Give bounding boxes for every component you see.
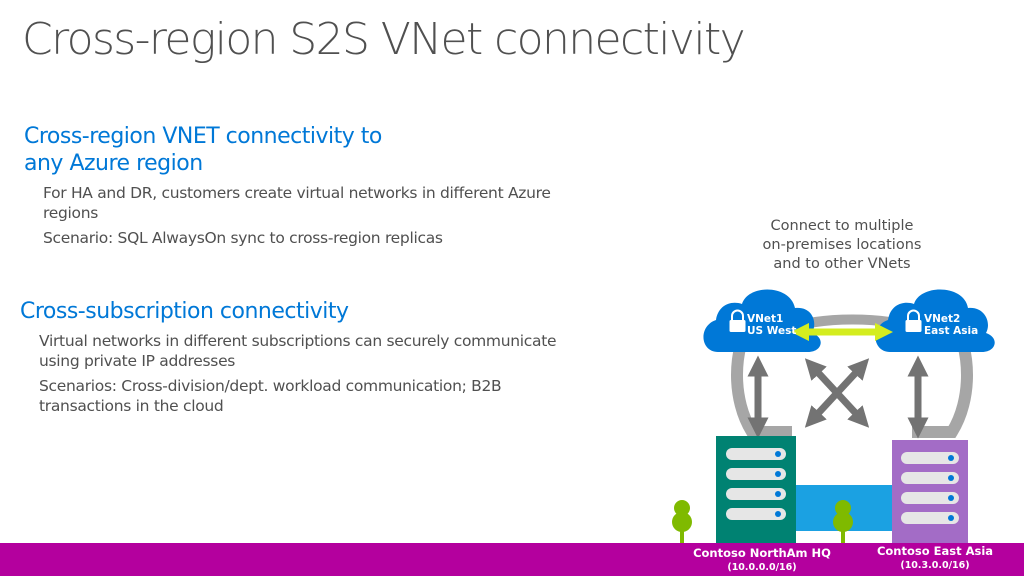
site-address: (10.3.0.0/16) <box>900 560 970 571</box>
bullet-sql-scenario: Scenario: SQL AlwaysOn sync to cross-reg… <box>43 228 443 248</box>
site-name: Contoso NorthAm HQ <box>693 546 831 560</box>
lock-icon <box>905 309 922 332</box>
cloud-icon <box>875 289 995 352</box>
lock-icon <box>729 309 746 332</box>
section-heading-cross-region: Cross-region VNET connectivity to <box>24 124 382 149</box>
bullet-line: Scenarios: Cross-division/dept. workload… <box>39 377 502 395</box>
bullet-line: Virtual networks in different subscripti… <box>39 332 557 350</box>
site-label-northam: Contoso NorthAm HQ (10.0.0.0/16) <box>682 546 842 574</box>
section-heading-cross-subscription: Cross-subscription connectivity <box>20 299 349 324</box>
bullet-line: transactions in the cloud <box>39 397 224 415</box>
site-name: Contoso East Asia <box>876 544 994 558</box>
bullet-ha-dr: For HA and DR, customers create virtual … <box>43 183 551 223</box>
bullet-subscriptions: Virtual networks in different subscripti… <box>39 331 557 371</box>
callout-line: on-premises locations <box>762 237 922 253</box>
vnet1-label: VNet1 US West <box>747 313 796 337</box>
site-label-east-asia: Contoso East Asia (10.3.0.0/16) <box>860 544 1010 572</box>
callout-line: and to other VNets <box>773 256 911 272</box>
page-title: Cross-region S2S VNet connectivity <box>22 14 746 65</box>
bullet-line: Scenario: SQL AlwaysOn sync to cross-reg… <box>43 229 443 247</box>
cross-arrows-icon <box>804 358 870 428</box>
bottom-bar <box>0 543 1024 576</box>
vnet1-name: VNet1 <box>747 313 784 325</box>
site-address: (10.0.0.0/16) <box>727 562 797 573</box>
vnet2-label: VNet2 East Asia <box>924 313 978 337</box>
callout-line: Connect to multiple <box>770 218 914 234</box>
server-rack-icon <box>892 440 968 543</box>
tree-icon <box>833 500 853 543</box>
server-rack-icon <box>716 436 796 543</box>
tree-icon <box>672 500 692 543</box>
vnet2-name: VNet2 <box>924 313 961 325</box>
bullet-line: regions <box>43 204 98 222</box>
bullet-line: using private IP addresses <box>39 352 236 370</box>
vnet2-region: East Asia <box>924 325 979 337</box>
bullet-b2b-scenario: Scenarios: Cross-division/dept. workload… <box>39 376 502 416</box>
diagram-callout: Connect to multiple on-premises location… <box>752 217 932 274</box>
bullet-line: For HA and DR, customers create virtual … <box>43 184 551 202</box>
section-heading-cross-region-line2: any Azure region <box>24 151 203 176</box>
vnet1-region: US West <box>747 325 797 337</box>
